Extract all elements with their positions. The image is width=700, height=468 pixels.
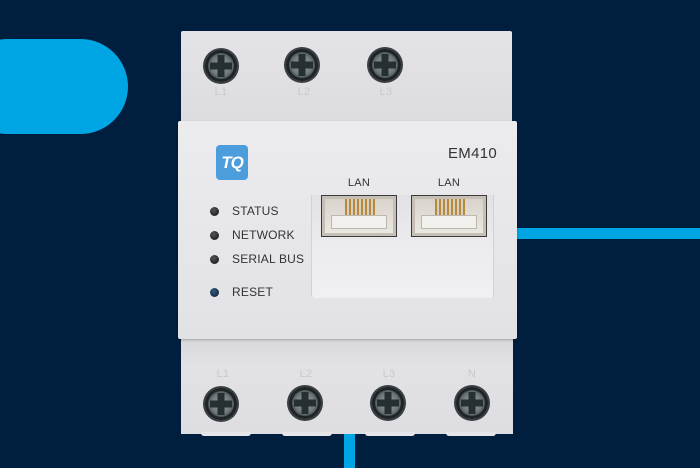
din-foot [446,432,496,436]
indicator-serial-bus: SERIAL BUS [210,252,304,266]
front-panel: TQ EM410 STATUS NETWORK SERIAL BUS RESET… [178,121,517,339]
port-cavity [331,215,387,229]
din-foot [365,432,415,436]
accent-horizontal-line [516,228,700,239]
port-pins [345,199,375,215]
led-icon [210,230,219,240]
terminal-screw-icon [289,387,321,419]
reset-button-icon[interactable] [210,287,219,297]
terminal-screw-icon [372,387,404,419]
din-foot [201,432,251,436]
indicator-status: STATUS [210,204,279,218]
lan-port-2[interactable] [411,195,487,237]
terminal-label: L2 [297,86,311,98]
accent-vertical-line [344,432,355,468]
terminal-label: L2 [299,368,313,380]
terminal-label: N [467,368,477,380]
terminal-label: L3 [382,368,396,380]
terminal-screw-icon [369,49,401,81]
indicator-label: SERIAL BUS [232,252,305,266]
led-icon [210,254,219,264]
port-cavity [421,215,477,229]
reset-label: RESET [232,285,274,299]
din-foot [282,432,332,436]
indicator-network: NETWORK [210,228,295,242]
lan-label: LAN [347,177,371,189]
port-pins [435,199,465,215]
lan-label: LAN [437,177,461,189]
terminal-label: L1 [214,86,228,98]
accent-pill-shape [0,39,128,134]
top-terminal-block [181,31,512,126]
bottom-terminal-block [181,338,513,434]
reset-button[interactable]: RESET [210,285,273,299]
terminal-label: L1 [216,368,230,380]
terminal-screw-icon [456,387,488,419]
terminal-screw-icon [205,50,237,82]
indicator-label: STATUS [232,204,279,218]
terminal-label: L3 [379,86,393,98]
terminal-screw-icon [286,49,318,81]
lan-port-1[interactable] [321,195,397,237]
model-name: EM410 [447,145,497,162]
terminal-screw-icon [205,388,237,420]
indicator-label: NETWORK [232,228,295,242]
led-icon [210,206,219,216]
tq-logo: TQ [216,145,248,180]
